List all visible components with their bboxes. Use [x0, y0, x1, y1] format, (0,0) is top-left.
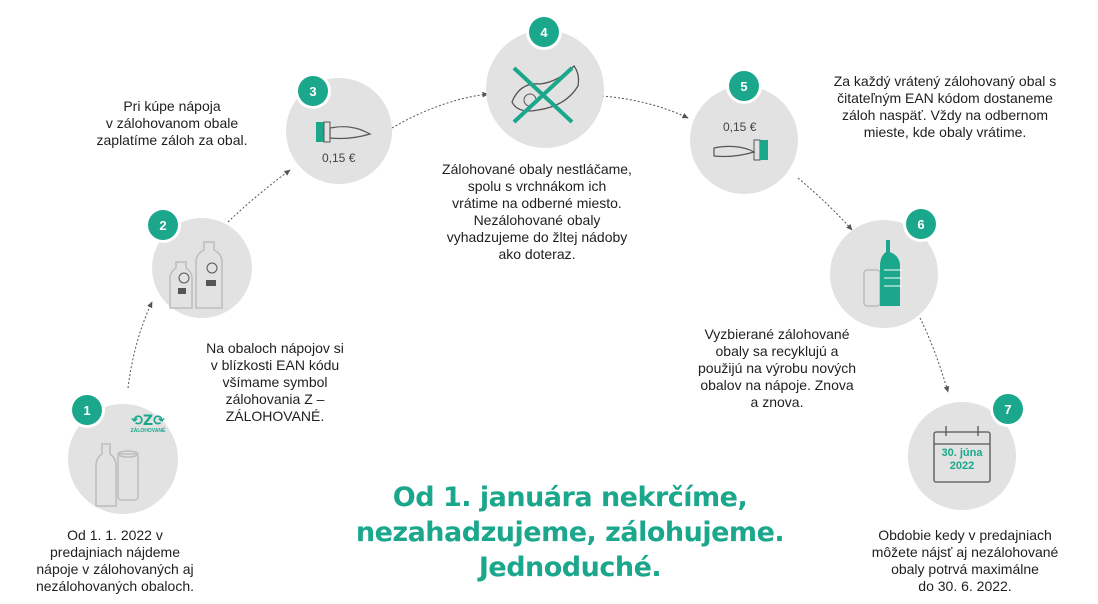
step-3-badge: 3 — [298, 76, 328, 106]
hand-refund-icon — [713, 139, 768, 161]
step-2-badge: 2 — [148, 210, 178, 240]
headline: Od 1. januára nekrčíme, nezahadzujeme, z… — [330, 480, 810, 585]
connector-6-7 — [919, 317, 950, 393]
headline-line-3: Jednoduché. — [478, 552, 662, 583]
step-1-badge: 1 — [72, 395, 102, 425]
connector-4-5 — [601, 95, 689, 119]
z-deposit-logo: ⟲Z⟳ ZÁLOHOVANÉ — [130, 413, 166, 434]
connector-3-4 — [391, 91, 489, 129]
headline-line-1: Od 1. januára nekrčíme, — [392, 482, 748, 513]
hand-pay-icon — [316, 121, 372, 143]
recycled-bottles-icon — [863, 240, 902, 307]
connector-2-3 — [227, 169, 291, 223]
step-6-badge: 6 — [906, 209, 936, 239]
step-4-circle — [486, 30, 604, 148]
connector-5-6 — [797, 177, 853, 231]
step-4-text: Zálohované obaly nestláčame,spolu s vrch… — [442, 161, 632, 262]
bottle-and-can-icon — [95, 443, 139, 507]
calendar-icon — [933, 426, 991, 483]
connector-1-2 — [127, 301, 153, 389]
step-4-badge: 4 — [529, 17, 559, 47]
headline-line-2: nezahadzujeme, zálohujeme. — [355, 517, 785, 548]
step-5-badge: 5 — [729, 71, 759, 101]
step-7-badge: 7 — [993, 394, 1023, 424]
step-3-price: 0,15 € — [322, 151, 356, 165]
labelled-bottles-icon — [169, 241, 223, 309]
step-5-price: 0,15 € — [723, 120, 757, 134]
step-5-circle — [690, 86, 798, 194]
crushed-bottle-crossed-icon — [511, 65, 580, 124]
